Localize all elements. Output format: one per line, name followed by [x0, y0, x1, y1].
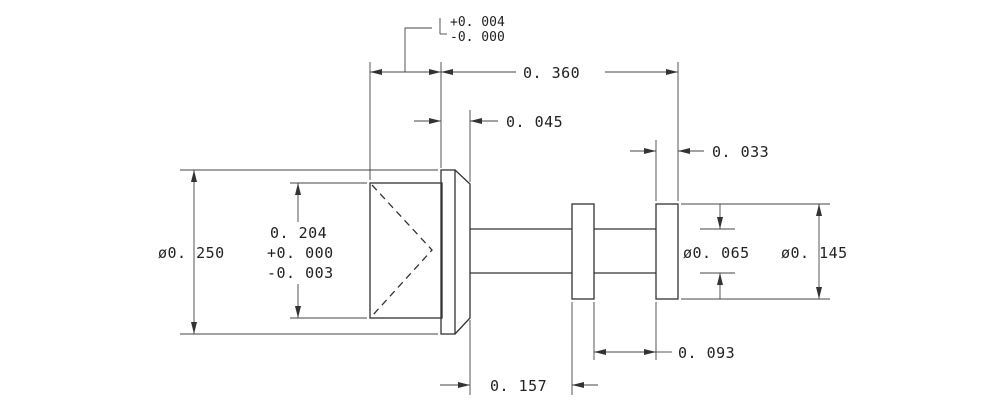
flange-thickness-label: 0. 045 — [506, 113, 563, 131]
bore-cup — [369, 182, 443, 319]
groove-width-label: 0. 033 — [712, 143, 769, 161]
bore-tol-lower-label: -0. 003 — [267, 264, 334, 282]
extension-lines — [180, 62, 830, 395]
flange-chamfer — [454, 169, 471, 335]
dim-shaft-diameter: ø0. 065 — [683, 204, 750, 299]
tolerance-lower-label: -0. 000 — [450, 30, 505, 45]
bore-tol-upper-label: +0. 000 — [267, 244, 334, 262]
dim-shaft-to-ring: 0. 157 — [440, 377, 598, 395]
part-outline — [369, 169, 679, 335]
flange-diameter-label: ø0. 250 — [158, 244, 225, 262]
dim-groove-width: 0. 033 — [630, 143, 769, 161]
ring-diameter-label: ø0. 145 — [781, 244, 848, 262]
shaft-diameter-label: ø0. 065 — [683, 244, 750, 262]
flange-rim — [440, 169, 456, 335]
dim-flange-diameter: ø0. 250 — [158, 170, 225, 334]
overall-length-label: 0. 360 — [523, 64, 580, 82]
shaft-to-ring-label: 0. 157 — [490, 377, 547, 395]
bore-cone-hidden-line — [371, 184, 433, 317]
dim-ring-diameter: ø0. 145 — [781, 204, 848, 299]
dim-ring-spacing: 0. 093 — [594, 344, 735, 362]
ring-spacing-label: 0. 093 — [678, 344, 735, 362]
dim-bore-diameter: 0. 204 +0. 000 -0. 003 — [267, 183, 334, 318]
tolerance-upper-label: +0. 004 — [450, 15, 505, 30]
dim-flange-thickness: 0. 045 — [414, 113, 563, 131]
dim-tolerance-leader: +0. 004 -0. 000 — [404, 15, 505, 72]
ring-2 — [655, 203, 679, 300]
dim-overall-length: 0. 360 — [370, 64, 678, 82]
ring-1 — [571, 203, 595, 300]
bore-diameter-label: 0. 204 — [270, 224, 327, 242]
